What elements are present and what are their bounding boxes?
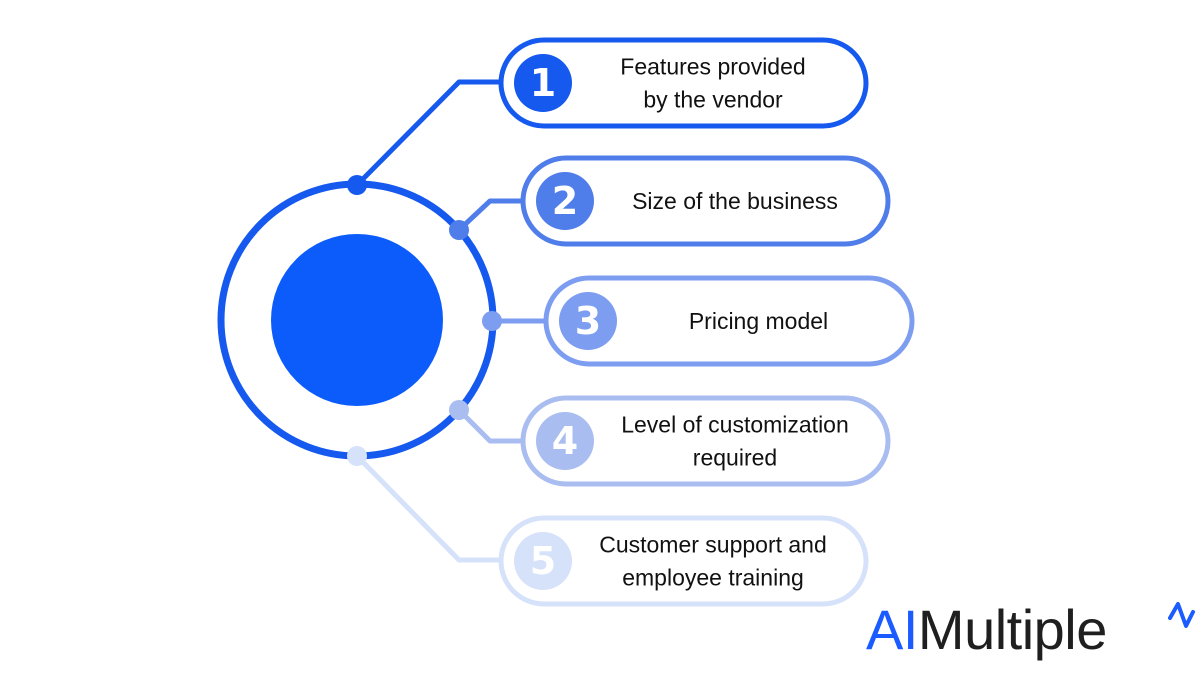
logo-brand-part: AI [866, 598, 918, 661]
connector-dot-5 [347, 446, 367, 466]
item-label-3-line-1: Pricing model [689, 308, 828, 334]
item-label-4-line-2: required [693, 445, 777, 471]
item-label-4-line-1: Level of customization [621, 412, 849, 438]
item-number-1: 1 [530, 61, 556, 105]
connector-dot-4 [449, 400, 469, 420]
logo-wordmark: AIMultiple [866, 598, 1107, 662]
item-pill-border-1 [498, 37, 869, 129]
item-label-2-line-1: Size of the business [632, 188, 838, 214]
item-pill-5: 5 Customer support and employee training [498, 515, 869, 607]
connector-line-4 [457, 408, 523, 444]
item-pill-border-4 [520, 395, 891, 487]
connector-line-2 [457, 198, 523, 232]
item-label-5-line-1: Customer support and [599, 532, 827, 558]
connector-dot-3 [482, 311, 502, 331]
item-label-1-line-2: by the vendor [643, 87, 783, 113]
item-number-4: 4 [552, 419, 578, 463]
connector-dots [347, 175, 502, 466]
connector-line-5 [355, 454, 501, 563]
item-pills: 1 Features provided by the vendor 2 Size of … [498, 37, 915, 607]
connector-dot-1 [347, 175, 367, 195]
item-number-badge-4 [536, 412, 594, 470]
item-pill-border-2 [520, 155, 891, 247]
item-number-badge-3 [559, 292, 617, 350]
connector-line-1 [355, 79, 501, 187]
item-number-3: 3 [575, 299, 601, 343]
item-pill-border-5 [498, 515, 869, 607]
logo-tick-icon [1168, 602, 1195, 628]
item-pill-border-3 [543, 275, 915, 367]
item-pill-2: 2 Size of the business [520, 155, 891, 247]
item-number-2: 2 [552, 179, 578, 223]
item-pill-1: 1 Features provided by the vendor [498, 37, 869, 129]
aimultiple-logo: AIMultiple [866, 598, 1196, 668]
item-number-badge-2 [536, 172, 594, 230]
connector-dot-2 [449, 220, 469, 240]
item-label-5-line-2: employee training [622, 565, 804, 591]
hub-core [271, 234, 443, 406]
logo-rest-part: Multiple [917, 598, 1107, 661]
item-label-1-line-1: Features provided [620, 54, 805, 80]
item-number-5: 5 [530, 539, 556, 583]
item-pill-4: 4 Level of customization required [520, 395, 891, 487]
item-pill-3: 3 Pricing model [543, 275, 915, 367]
item-number-badge-5 [514, 532, 572, 590]
item-number-badge-1 [514, 54, 572, 112]
